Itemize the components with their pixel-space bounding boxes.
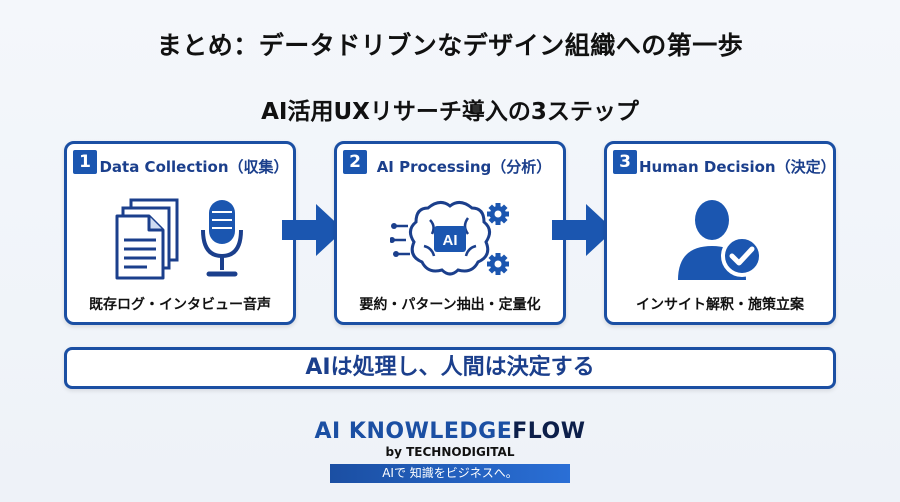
step-caption: 要約・パターン抽出・定量化 (359, 297, 541, 313)
brand-logo: AI KNOWLEDGEFLOW (0, 419, 900, 444)
brand-part1: AI KNOWLEDGE (314, 419, 513, 444)
ai-brain-icon: AI (390, 201, 509, 276)
page-title: まとめ：データドリブンなデザイン組織への第一歩 (156, 31, 744, 60)
summary-banner: AIは処理し、人間は決定する (64, 347, 836, 389)
arrow-right-icon (282, 204, 344, 256)
step-card-ai-processing: 2 AI Processing（分析） AI (334, 141, 566, 325)
step-number: 2 (343, 150, 367, 174)
page-subtitle: AI活用UXリサーチ導入の3ステップ (261, 99, 639, 125)
step-header: Human Decision（決定） (639, 158, 836, 176)
ai-chip-label: AI (443, 232, 458, 249)
step-number: 3 (613, 150, 637, 174)
brand-part2: FLOW (512, 419, 586, 444)
step-caption: 既存ログ・インタビュー音声 (89, 297, 271, 313)
documents-icon (115, 198, 179, 280)
brand-by: by TECHNODIGITAL (385, 445, 515, 459)
arrow-right-icon (552, 204, 614, 256)
step-card-data-collection: 1 Data Collection（収集） 既存ログ・インタビュー音声 (64, 141, 296, 325)
step-caption: インサイト解釈・施策立案 (636, 297, 804, 313)
step-number: 1 (73, 150, 97, 174)
step-header: Data Collection（収集） (99, 158, 289, 176)
brand-tagline: AIで 知識をビジネスへ。 (330, 464, 570, 483)
microphone-icon (201, 200, 243, 277)
user-check-icon (678, 200, 763, 280)
step-header: AI Processing（分析） (376, 158, 552, 176)
step-card-human-decision: 3 Human Decision（決定） インサイト解釈・施策立案 (604, 141, 836, 325)
